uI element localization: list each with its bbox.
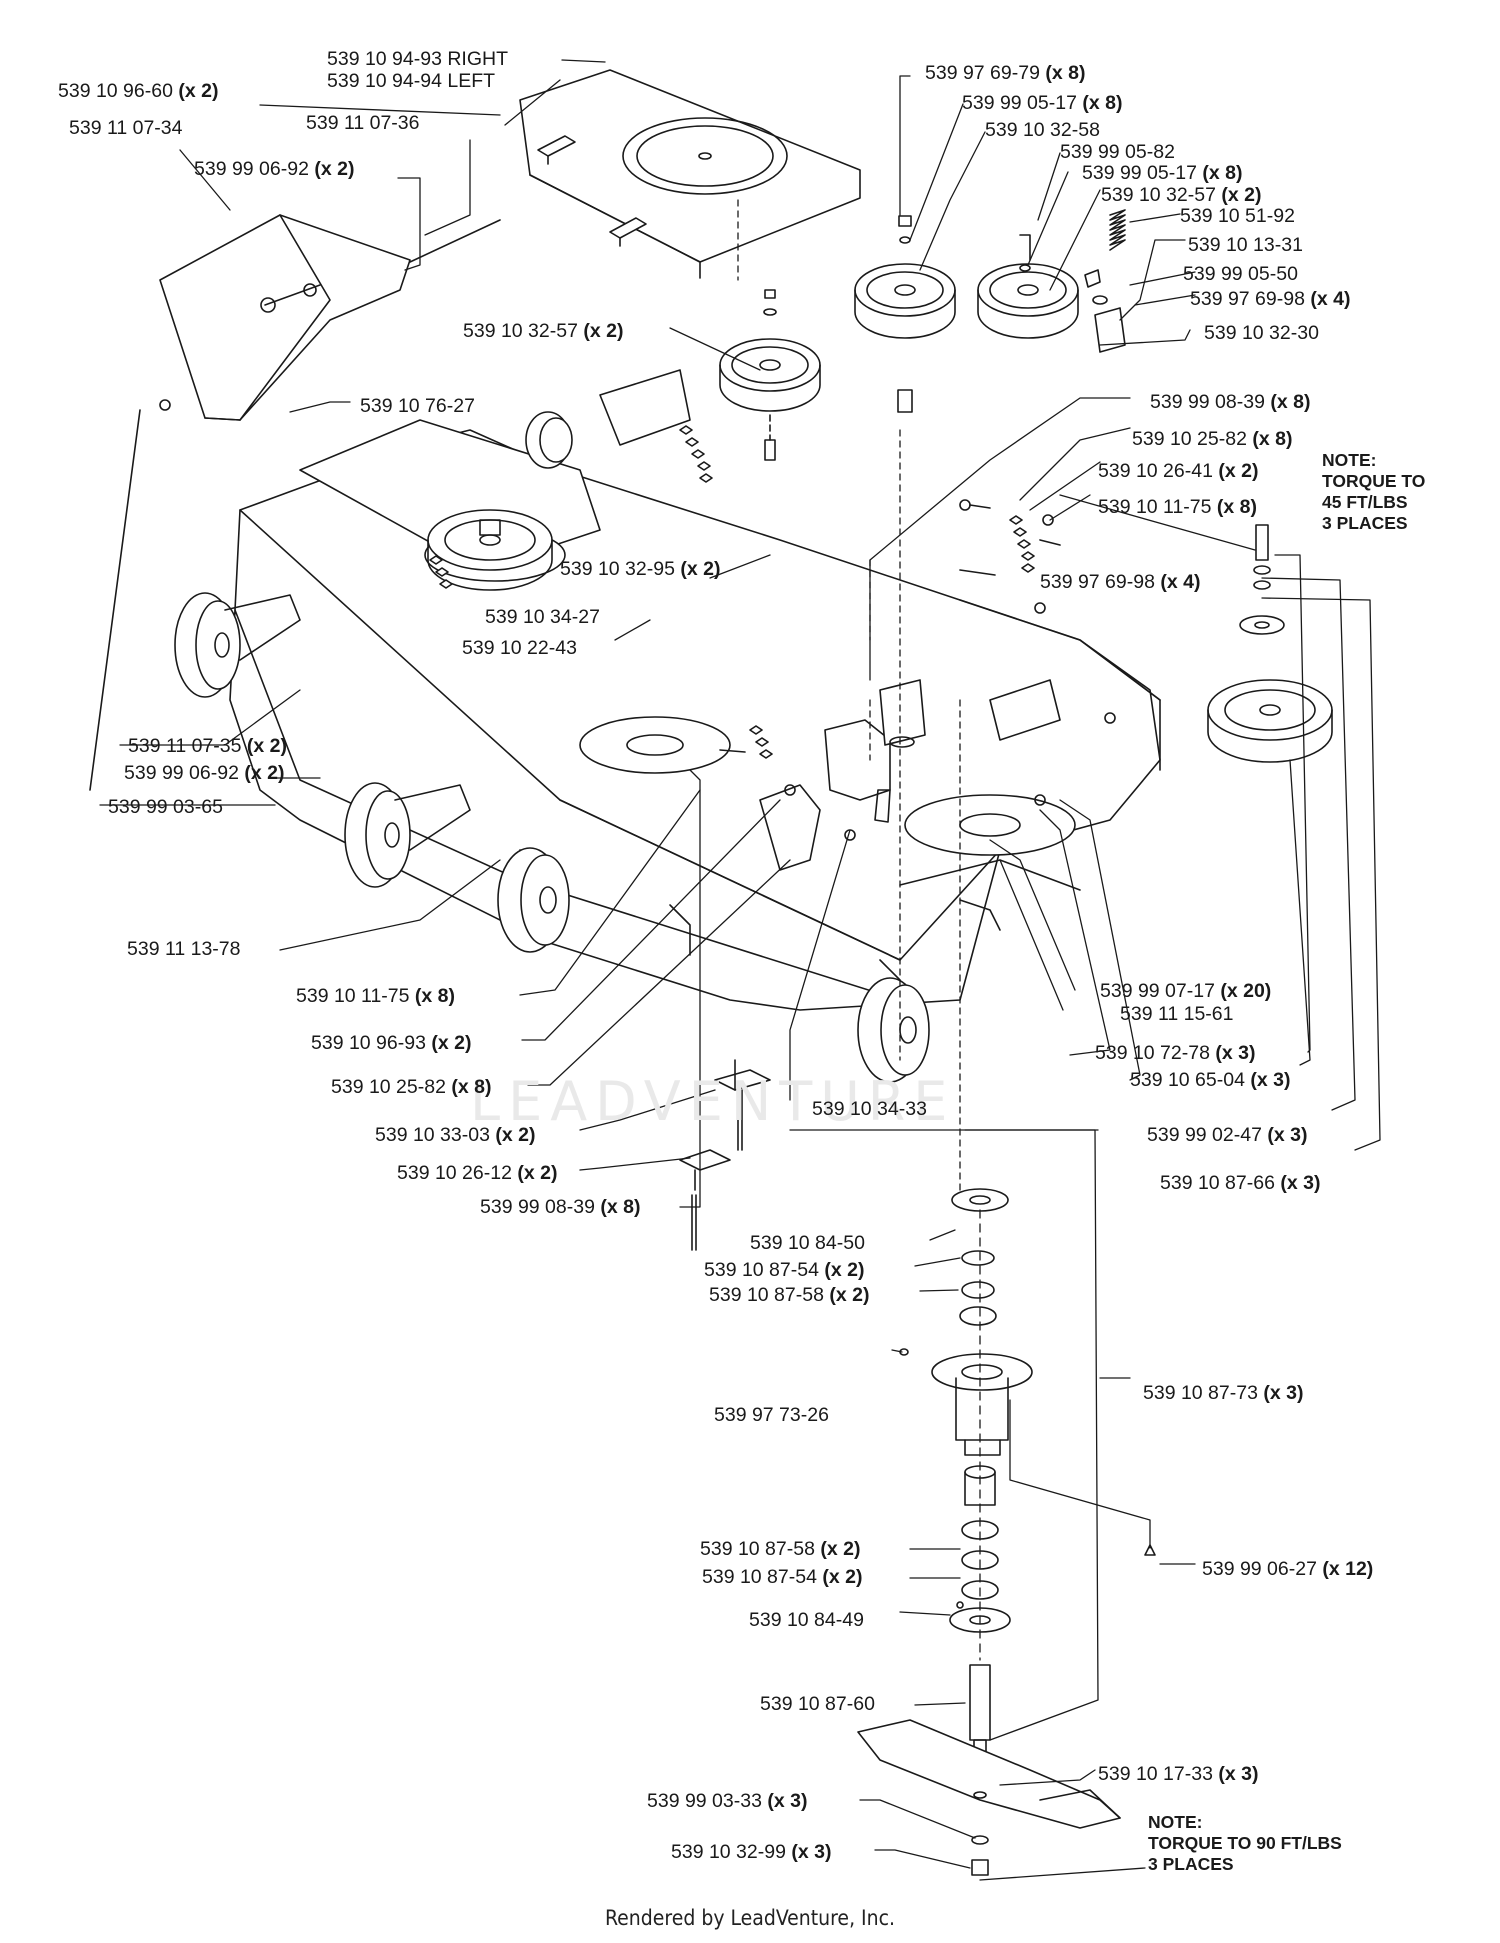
label-539-97-69-79: 539 97 69-79 (x 8) [925,62,1086,84]
label-539-10-76-27: 539 10 76-27 [360,395,475,417]
note-line: TORQUE TO 90 FT/LBS [1148,1833,1342,1853]
label-539-11-13-78: 539 11 13-78 [127,938,241,960]
label-539-11-07-34: 539 11 07-34 [69,117,183,139]
pulley-spindle-right [1207,524,1333,763]
label-539-11-07-35: 539 11 07-35 (x 2) [128,735,288,757]
label-539-99-05-17: 539 99 05-17 (x 8) [962,92,1123,114]
label-539-10-22-43: 539 10 22-43 [462,637,577,659]
note-line: 45 FT/LBS [1322,492,1408,512]
wheel-left-front [344,782,471,888]
label-539-99-06-92: 539 99 06-92 (x 2) [194,158,355,180]
label-539-10-34-33: 539 10 34-33 [812,1098,927,1120]
pulley-spindle-left [427,509,553,591]
spindle-assembly [899,1188,1156,1756]
chain-links [429,425,1035,759]
note-line: NOTE: [1322,450,1377,470]
label-539-10-25-82: 539 10 25-82 (x 8) [1132,428,1293,450]
label-539-99-03-33: 539 99 03-33 (x 3) [647,1790,808,1812]
label-539-10-51-92: 539 10 51-92 [1180,205,1295,227]
label-539-10-84-49: 539 10 84-49 [749,1609,864,1631]
footer-credit: Rendered by LeadVenture, Inc. [605,1906,895,1930]
note-line: 3 PLACES [1148,1854,1234,1874]
label-539-10-13-31: 539 10 13-31 [1188,234,1303,256]
leader-lines [99,59,1381,1881]
label-539-99-06-27: 539 99 06-27 (x 12) [1202,1558,1374,1580]
label-539-99-02-47: 539 99 02-47 (x 3) [1147,1124,1308,1146]
wheel-left-rear [174,592,301,698]
discharge-chute [89,214,501,791]
label-539-10-87-58-b: 539 10 87-58 (x 2) [700,1538,861,1560]
label-539-10-87-54: 539 10 87-54 (x 2) [704,1259,865,1281]
label-539-10-72-78: 539 10 72-78 (x 3) [1095,1042,1256,1064]
label-539-97-69-98-b: 539 97 69-98 (x 4) [1040,571,1201,593]
torque-note-90: NOTE: TORQUE TO 90 FT/LBS 3 PLACES [1148,1812,1342,1875]
label-539-10-94-93: 539 10 94-93 RIGHT [327,48,509,70]
deck-cover-plate [519,69,861,279]
label-539-99-05-82: 539 99 05-82 [1060,141,1175,163]
label-539-10-96-93: 539 10 96-93 (x 2) [311,1032,472,1054]
label-539-11-15-61: 539 11 15-61 [1120,1003,1234,1025]
label-539-10-87-54-b: 539 10 87-54 (x 2) [702,1566,863,1588]
tension-spring [1084,209,1126,353]
torque-note-45: NOTE: TORQUE TO 45 FT/LBS 3 PLACES [1322,450,1425,534]
label-539-10-11-75: 539 10 11-75 (x 8) [1098,496,1258,518]
pulley-idler-upper-1 [854,215,956,413]
label-539-10-32-58: 539 10 32-58 [985,119,1100,141]
gauge-wheels [174,411,930,1083]
label-539-10-65-04: 539 10 65-04 (x 3) [1130,1069,1291,1091]
label-539-10-84-50: 539 10 84-50 [750,1232,865,1254]
label-539-10-96-60: 539 10 96-60 (x 2) [58,80,219,102]
wheel-front-left [497,847,570,953]
label-539-10-26-12: 539 10 26-12 (x 2) [397,1162,558,1184]
label-539-10-32-99: 539 10 32-99 (x 3) [671,1841,832,1863]
label-539-10-87-58: 539 10 87-58 (x 2) [709,1284,870,1306]
label-539-97-69-98: 539 97 69-98 (x 4) [1190,288,1351,310]
label-539-10-87-60: 539 10 87-60 [760,1693,875,1715]
label-539-10-17-33: 539 10 17-33 (x 3) [1098,1763,1259,1785]
label-539-99-06-92-b: 539 99 06-92 (x 2) [124,762,285,784]
label-539-10-87-73: 539 10 87-73 (x 3) [1143,1382,1304,1404]
pulley-idler-upper-2 [977,234,1079,339]
mower-deck-shell [229,369,1161,1011]
label-539-97-73-26: 539 97 73-26 [714,1404,829,1426]
label-539-10-26-41: 539 10 26-41 (x 2) [1098,460,1259,482]
label-539-10-34-27: 539 10 34-27 [485,606,600,628]
label-539-99-08-39: 539 99 08-39 (x 8) [1150,391,1311,413]
note-line: NOTE: [1148,1812,1203,1832]
label-539-10-32-30: 539 10 32-30 [1204,322,1319,344]
bolts-and-nuts [719,499,1116,1609]
watermark: LEADVENTURE [470,1070,956,1133]
label-539-10-32-95: 539 10 32-95 (x 2) [560,558,721,580]
label-539-10-94-94: 539 10 94-94 LEFT [327,70,496,92]
mower-blade [857,1719,1121,1876]
label-539-10-87-66: 539 10 87-66 (x 3) [1160,1172,1321,1194]
label-539-99-08-39-b: 539 99 08-39 (x 8) [480,1196,641,1218]
label-539-10-32-57-b: 539 10 32-57 (x 2) [463,320,624,342]
label-539-10-33-03: 539 10 33-03 (x 2) [375,1124,536,1146]
label-539-10-25-82-b: 539 10 25-82 (x 8) [331,1076,492,1098]
note-line: TORQUE TO [1322,471,1426,491]
pulley-idler-center [719,289,821,461]
note-line: 3 PLACES [1322,513,1408,533]
label-539-99-05-50: 539 99 05-50 [1183,263,1298,285]
wheel-rear-deck [525,411,573,469]
label-539-99-05-17-b: 539 99 05-17 (x 8) [1082,162,1243,184]
label-539-10-32-57: 539 10 32-57 (x 2) [1101,184,1262,206]
label-539-99-03-65: 539 99 03-65 [108,796,223,818]
label-539-10-11-75-b: 539 10 11-75 (x 8) [296,985,456,1007]
wheel-front-right [857,977,930,1083]
label-539-11-07-36: 539 11 07-36 [306,112,420,134]
label-539-99-07-17: 539 99 07-17 (x 20) [1100,980,1272,1002]
